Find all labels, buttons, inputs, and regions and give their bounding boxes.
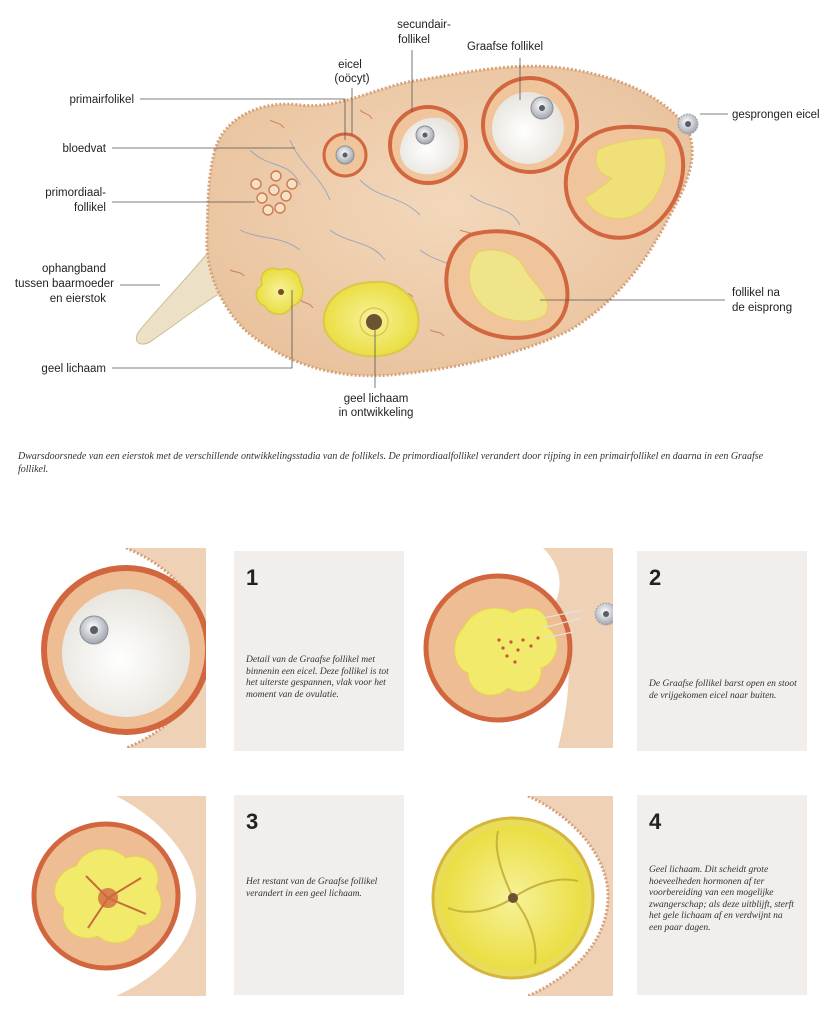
label-follikel-na-2: de eisprong	[732, 302, 792, 314]
panel-3-description: Het restant van de Graafse follikel vera…	[246, 877, 378, 899]
blood-vessels	[239, 139, 521, 281]
label-secundair-2: follikel	[398, 34, 430, 46]
label-geel-ontw-1: geel lichaam	[344, 393, 409, 405]
figure-caption: Dwarsdoorsnede van een eierstok met de v…	[18, 451, 764, 475]
label-ophang-1: ophangband	[42, 263, 106, 275]
label-eicel-2: (oöcyt)	[334, 73, 369, 85]
panel-4-text: 4 Geel lichaam. Dit scheidt grote hoevee…	[637, 795, 807, 995]
panel-1-description: Detail van de Graafse follikel met binne…	[246, 655, 389, 700]
panel-2-text: 2 De Graafse follikel barst open en stoo…	[637, 551, 807, 751]
panel-1-text: 1 Detail van de Graafse follikel met bin…	[234, 551, 404, 751]
corpus-luteum-developing	[322, 280, 420, 358]
label-bloedvat: bloedvat	[63, 143, 107, 155]
primary-follicle	[322, 132, 368, 178]
label-primordiaal-1: primordiaal-	[45, 187, 106, 199]
panel-4-number: 4	[649, 809, 662, 834]
secondary-follicle	[388, 105, 468, 185]
panel-4-description: Geel lichaam. Dit scheidt grote hoeveelh…	[649, 865, 794, 933]
panel-1-number: 1	[246, 565, 259, 590]
ovary-cross-section-diagram: primairfolikel bloedvat primordiaal- fol…	[15, 19, 820, 419]
panel-2-description: De Graafse follikel barst open en stoot …	[649, 679, 797, 701]
ruptured-follicle	[563, 124, 686, 240]
label-ophang-3: en eierstok	[50, 293, 107, 305]
label-eicel-1: eicel	[338, 59, 362, 71]
follicle-after-ovulation	[444, 229, 570, 340]
label-geel-lichaam: geel lichaam	[41, 363, 106, 375]
released-egg	[677, 113, 699, 135]
graafian-follicle	[481, 76, 579, 174]
ovarian-ligament	[135, 249, 226, 345]
label-graafse: Graafse follikel	[467, 41, 543, 53]
corpus-luteum-small	[255, 267, 304, 315]
label-ophang-2: tussen baarmoeder	[15, 278, 114, 290]
label-primordiaal-2: follikel	[74, 202, 106, 214]
panel-2-number: 2	[649, 565, 662, 590]
label-primairfolikel: primairfolikel	[69, 94, 134, 106]
panel-2-image	[423, 548, 613, 748]
panel-1-image	[16, 548, 206, 748]
label-gesprongen: gesprongen eicel	[732, 109, 820, 121]
panel-4-image	[423, 796, 613, 996]
panel-3-image	[16, 796, 206, 996]
panel-3-text: 3 Het restant van de Graafse follikel ve…	[234, 795, 404, 995]
primordial-follicles	[250, 170, 298, 216]
panel-3-number: 3	[246, 809, 259, 834]
label-secundair-1: secundair-	[397, 19, 451, 31]
label-follikel-na-1: follikel na	[732, 287, 781, 299]
callout-lines	[112, 50, 728, 388]
label-geel-ontw-2: in ontwikkeling	[339, 407, 414, 419]
